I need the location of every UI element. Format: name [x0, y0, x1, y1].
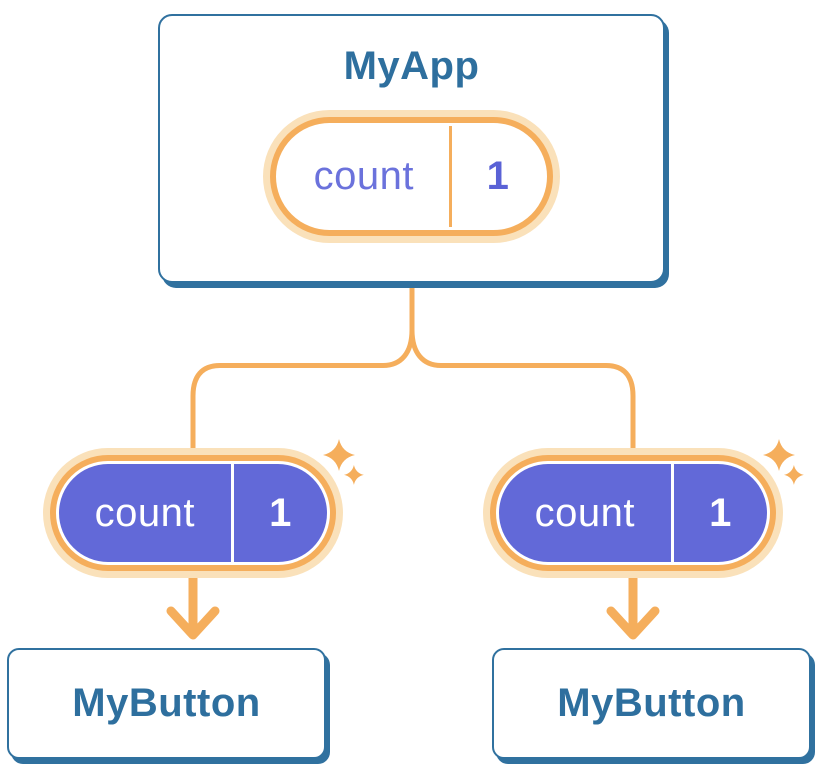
pill-body: count 1: [59, 464, 327, 562]
pill-body: count 1: [499, 464, 767, 562]
connector-branch-left: [190, 288, 415, 452]
arrow-down-icon: [606, 571, 660, 640]
pill-ring: count 1: [270, 117, 553, 236]
mybutton-card-right: MyButton: [492, 648, 811, 759]
child-card-title: MyButton: [557, 681, 746, 725]
child-card-title: MyButton: [72, 681, 261, 725]
pill-divider: [670, 464, 674, 562]
pill-ring: count 1: [490, 455, 776, 571]
root-state-pill: count 1: [263, 110, 560, 243]
prop-pill-left: count 1: [43, 448, 343, 578]
prop-key-label: count: [94, 490, 195, 535]
state-key-label: count: [313, 154, 414, 198]
prop-pill-right: count 1: [483, 448, 783, 578]
mybutton-card-left: MyButton: [7, 648, 326, 759]
pill-divider: [230, 464, 234, 562]
prop-key-label: count: [534, 490, 635, 535]
prop-value-label: 1: [709, 490, 732, 535]
pill-divider: [448, 126, 452, 227]
pill-ring: count 1: [50, 455, 336, 571]
arrow-down-icon: [166, 571, 220, 640]
pill-body: count 1: [279, 126, 544, 227]
state-value-label: 1: [486, 154, 509, 198]
root-card-title: MyApp: [343, 44, 480, 88]
connector-branch-right: [409, 288, 636, 452]
prop-value-label: 1: [269, 490, 292, 535]
